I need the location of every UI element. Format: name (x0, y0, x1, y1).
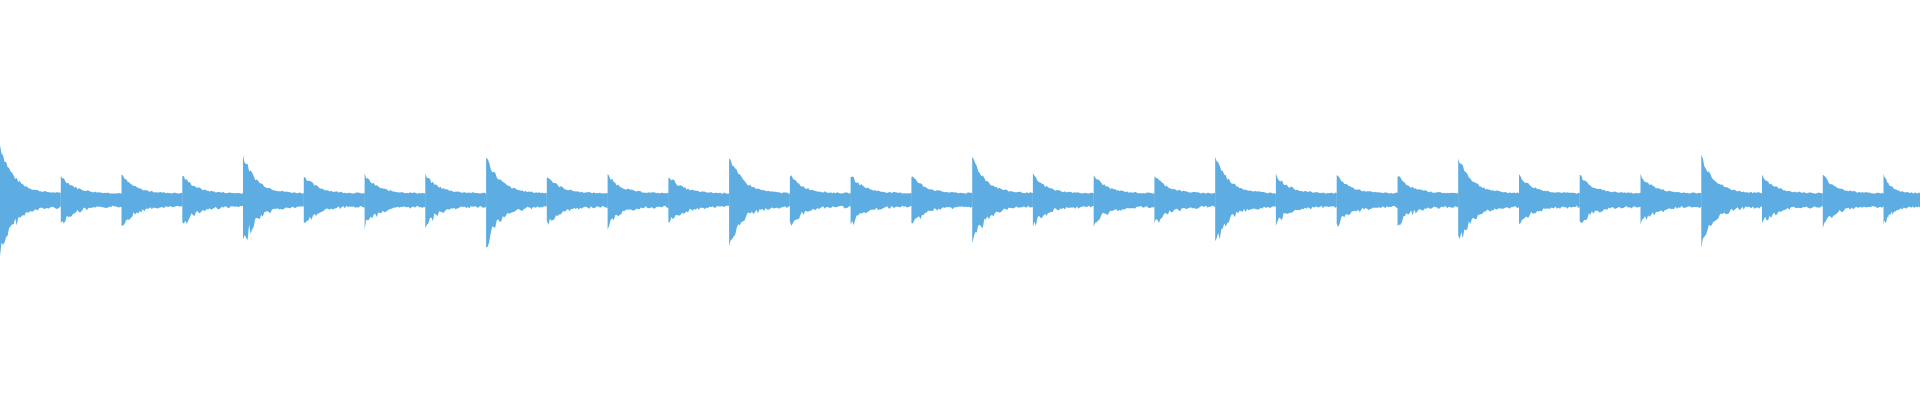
waveform-hit-6 (303, 177, 365, 223)
waveform-hit-21 (1215, 156, 1276, 242)
waveform-hit-26 (1519, 174, 1580, 224)
waveform-hit-9 (486, 157, 547, 248)
waveform-hit-29 (1701, 154, 1762, 248)
waveform-hit-3 (121, 174, 183, 226)
waveform-hit-19 (1093, 175, 1155, 227)
waveform-hit-32 (1883, 173, 1920, 226)
waveform-hit-4 (182, 175, 243, 224)
waveform-hit-23 (1336, 175, 1398, 227)
waveform-hit-15 (850, 176, 912, 226)
waveform-hit-12 (668, 177, 730, 223)
waveform-hit-18 (1032, 173, 1094, 227)
waveform-hit-8 (425, 173, 487, 229)
waveform-hit-5 (243, 155, 304, 241)
waveform-hit-25 (1458, 158, 1519, 240)
waveform-hit-2 (60, 176, 122, 224)
waveform-hit-11 (607, 173, 669, 230)
waveform-hit-28 (1640, 173, 1702, 225)
waveform-hit-27 (1579, 175, 1641, 223)
waveform-hit-1 (0, 145, 61, 256)
waveform-hit-17 (972, 157, 1033, 244)
waveform-hit-10 (546, 177, 608, 225)
waveform-hit-16 (911, 176, 973, 224)
waveform-hit-24 (1397, 175, 1459, 226)
waveform-hit-7 (364, 173, 426, 230)
waveform-hit-30 (1762, 174, 1823, 223)
waveform-hit-31 (1822, 174, 1884, 228)
waveform-hit-13 (729, 158, 790, 246)
waveform-hit-14 (789, 175, 851, 226)
waveform-hit-20 (1154, 176, 1216, 223)
waveform-hit-22 (1275, 173, 1337, 226)
waveform-shape-group (0, 145, 1920, 256)
